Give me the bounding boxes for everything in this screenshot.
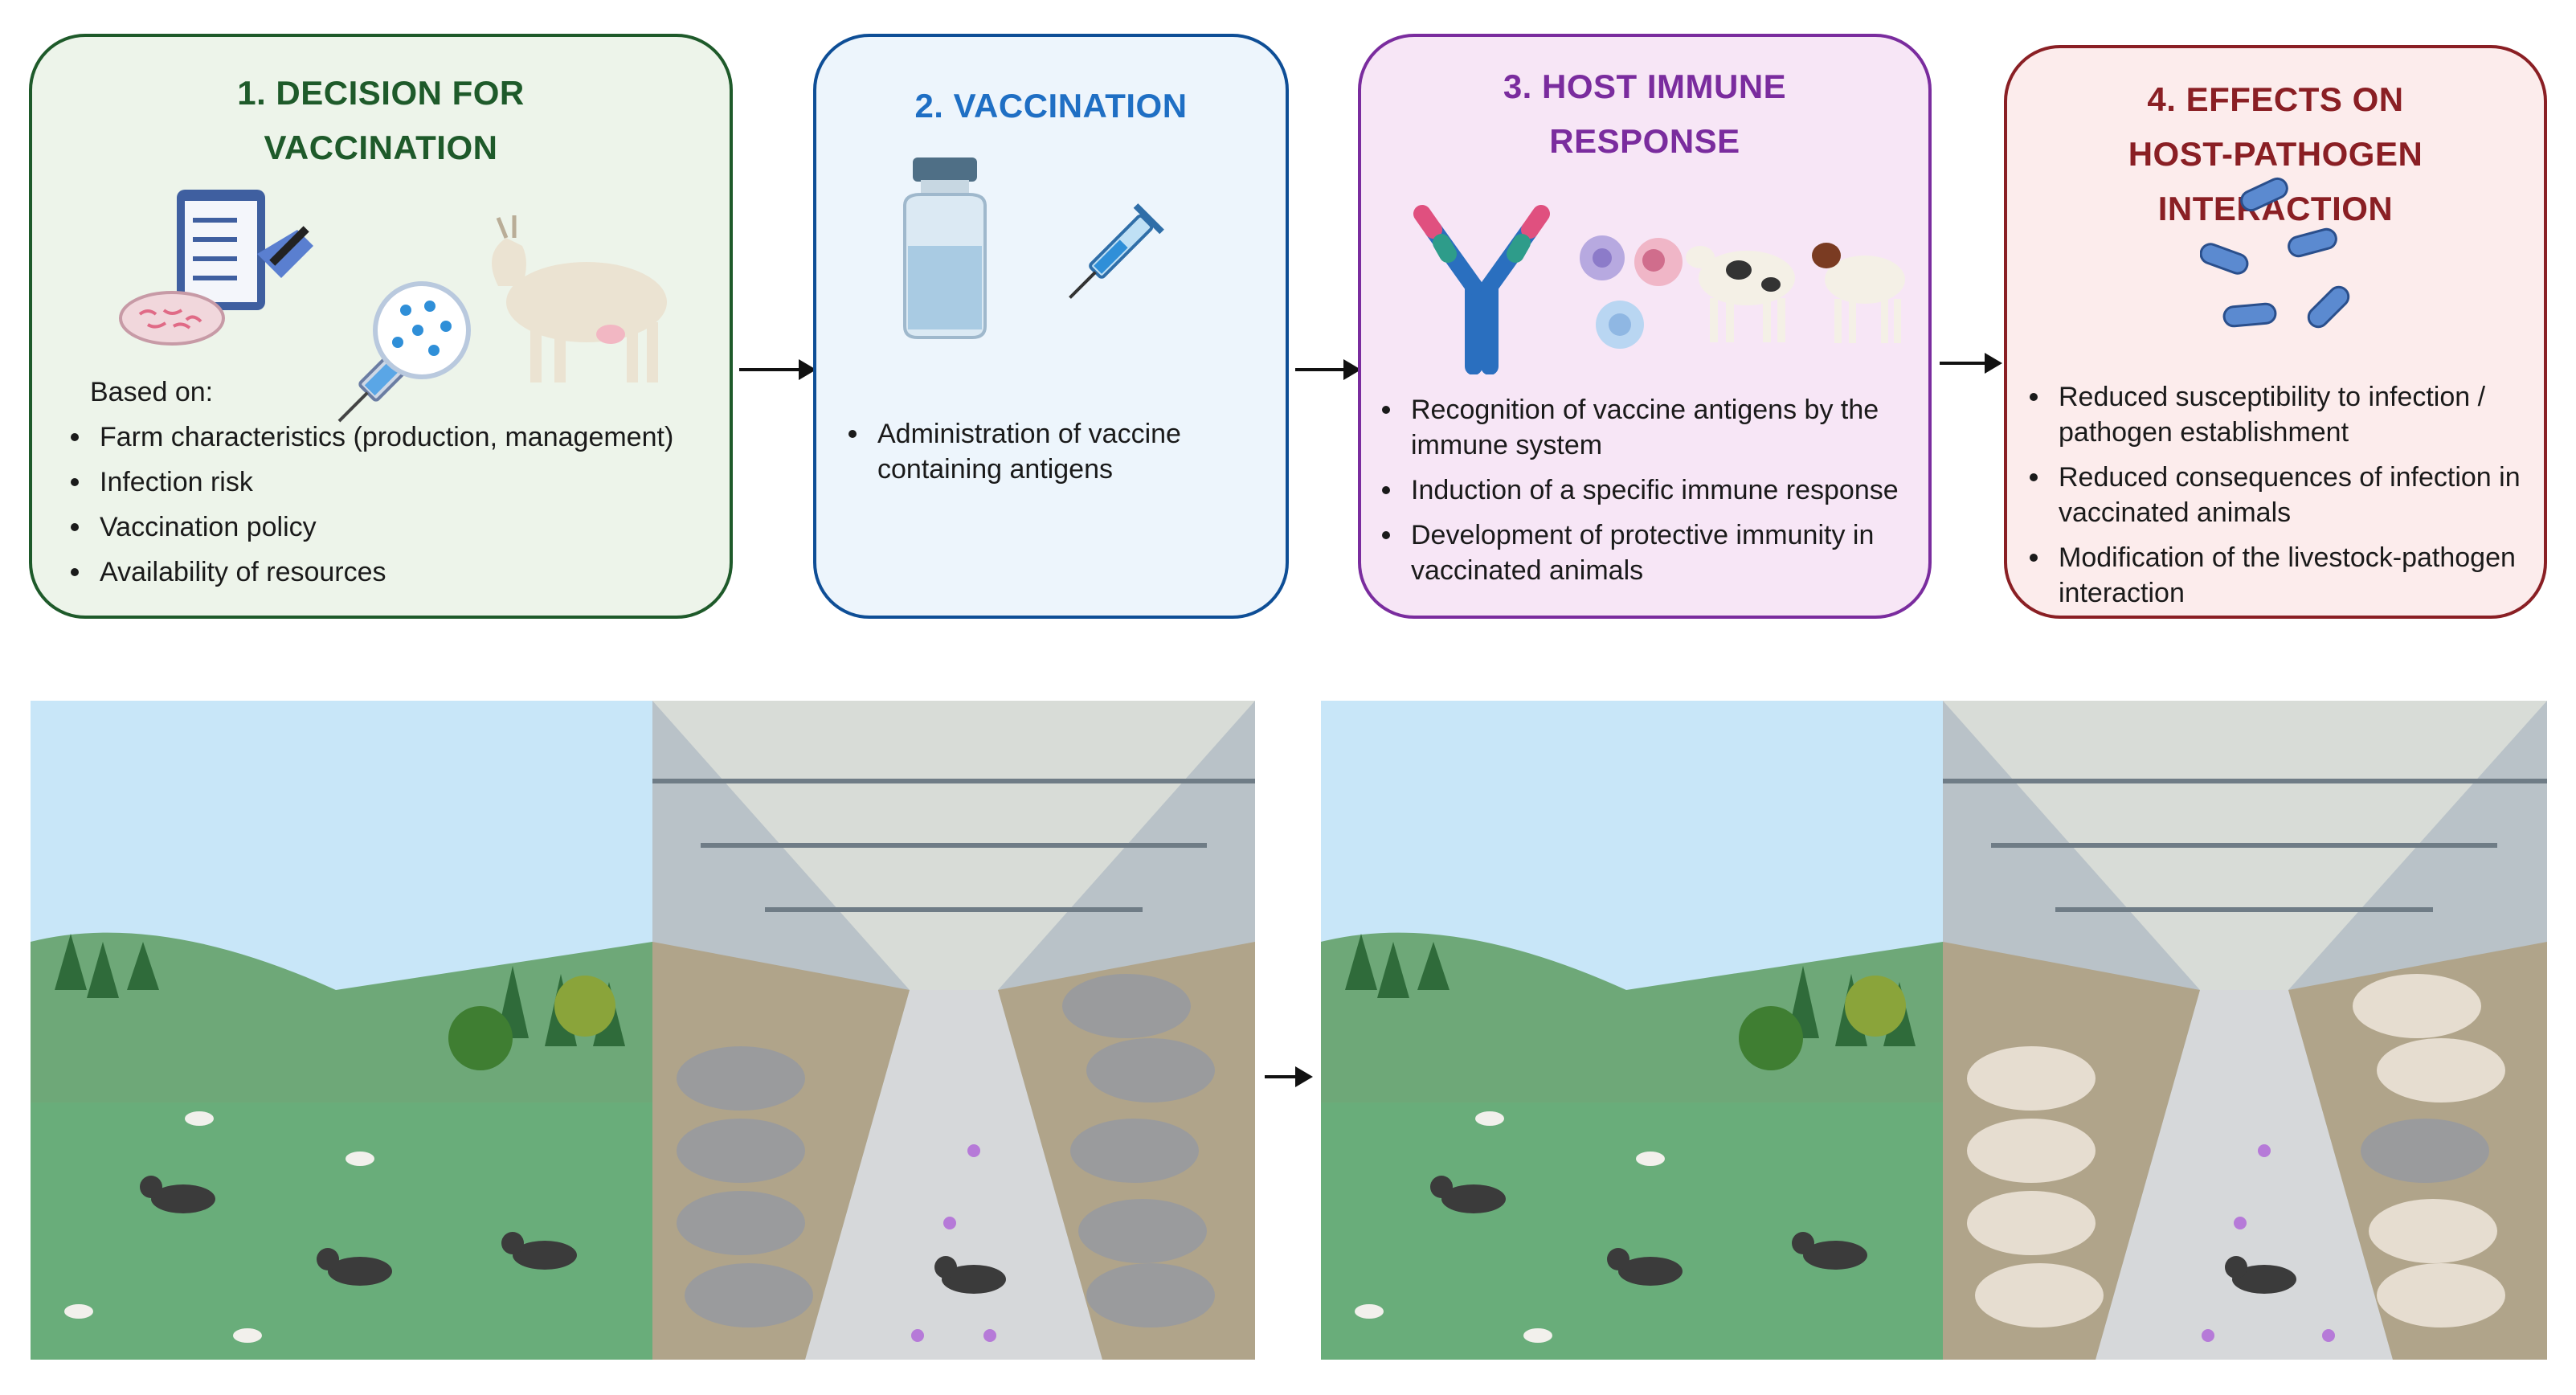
bullet-item: Infection risk bbox=[64, 464, 723, 500]
flow-arrow-1 bbox=[739, 359, 816, 380]
flow-arrow-2 bbox=[1295, 359, 1361, 380]
decision-title: 1. DECISION FOR VACCINATION bbox=[32, 66, 730, 175]
immune-title-line2: RESPONSE bbox=[1549, 122, 1740, 160]
vaccination-bullets: Administration of vaccine containing ant… bbox=[842, 416, 1260, 497]
goat-icon bbox=[1812, 243, 1905, 343]
syringe-icon bbox=[1069, 203, 1164, 299]
cat-icon bbox=[140, 1176, 577, 1286]
barn-scene-before bbox=[652, 701, 1255, 1360]
bullet-item: Availability of resources bbox=[64, 554, 723, 590]
decision-title-line1: 1. DECISION FOR bbox=[237, 74, 525, 112]
flow-arrow-4 bbox=[1265, 1066, 1313, 1087]
decision-box: 1. DECISION FOR VACCINATION bbox=[29, 34, 733, 619]
bullet-item: Farm characteristics (production, manage… bbox=[64, 419, 723, 455]
bullet-item: Reduced consequences of infection in vac… bbox=[2023, 460, 2537, 530]
effects-bullets: Reduced susceptibility to infection / pa… bbox=[2023, 379, 2537, 620]
petri-dish-icon bbox=[119, 291, 225, 346]
pathogen-icon bbox=[911, 1144, 996, 1342]
vaccination-title: 2. VACCINATION bbox=[816, 79, 1286, 133]
vaccine-vial-icon bbox=[903, 158, 987, 339]
vaccination-title-line1: 2. VACCINATION bbox=[914, 87, 1188, 125]
bacteria-icon bbox=[2200, 177, 2350, 329]
mouse-icon bbox=[1355, 1111, 1665, 1343]
cat-icon bbox=[2225, 1256, 2296, 1294]
vaccination-box: 2. VACCINATION Administration of vaccine… bbox=[813, 34, 1289, 619]
decision-title-line2: VACCINATION bbox=[264, 129, 498, 166]
immune-title-line1: 3. HOST IMMUNE bbox=[1503, 68, 1787, 105]
effects-box: 4. EFFECTS ON HOST-PATHOGEN INTERACTION … bbox=[2004, 45, 2547, 619]
bullet-item: Vaccination policy bbox=[64, 509, 723, 545]
calf-icon bbox=[1686, 246, 1795, 342]
bullet-item: Modification of the livestock-pathogen i… bbox=[2023, 540, 2537, 611]
decision-bullets: Farm characteristics (production, manage… bbox=[64, 419, 723, 599]
based-on-label: Based on: bbox=[90, 377, 214, 407]
mouse-icon bbox=[64, 1111, 374, 1343]
bullet-item: Recognition of vaccine antigens by the i… bbox=[1376, 392, 1922, 463]
bullet-item: Reduced susceptibility to infection / pa… bbox=[2023, 379, 2537, 450]
checklist-icon bbox=[177, 190, 313, 310]
flow-arrow-3 bbox=[1940, 353, 2002, 374]
immune-response-box: 3. HOST IMMUNE RESPONSE Recognit bbox=[1358, 34, 1932, 619]
immune-title: 3. HOST IMMUNE RESPONSE bbox=[1361, 59, 1928, 169]
antibody-icon bbox=[1413, 205, 1550, 374]
sheep-icon bbox=[677, 974, 1215, 1328]
sheep-icon bbox=[2361, 1119, 2489, 1183]
bullet-item: Development of protective immunity in va… bbox=[1376, 518, 1922, 588]
bullet-item: Induction of a specific immune response bbox=[1376, 472, 1922, 508]
pasture-illustration bbox=[31, 701, 652, 1360]
pasture-illustration bbox=[1321, 701, 1943, 1360]
cat-icon bbox=[934, 1256, 1006, 1294]
bullet-item: Administration of vaccine containing ant… bbox=[842, 416, 1260, 487]
sheep-icon bbox=[1967, 974, 2505, 1328]
pasture-scene-after bbox=[1321, 701, 1943, 1360]
immune-bullets: Recognition of vaccine antigens by the i… bbox=[1376, 392, 1922, 598]
pasture-scene-before bbox=[31, 701, 652, 1360]
pathogen-icon bbox=[2202, 1144, 2335, 1342]
antigen-lens-icon bbox=[373, 281, 471, 379]
barn-scene-after bbox=[1943, 701, 2547, 1360]
effects-title-line1: 4. EFFECTS ON bbox=[2147, 80, 2404, 118]
barn-illustration bbox=[1943, 701, 2547, 1360]
immune-cell-icon bbox=[1580, 235, 1683, 349]
goat-icon bbox=[492, 215, 667, 382]
barn-illustration bbox=[652, 701, 1255, 1360]
cat-icon bbox=[1430, 1176, 1867, 1286]
